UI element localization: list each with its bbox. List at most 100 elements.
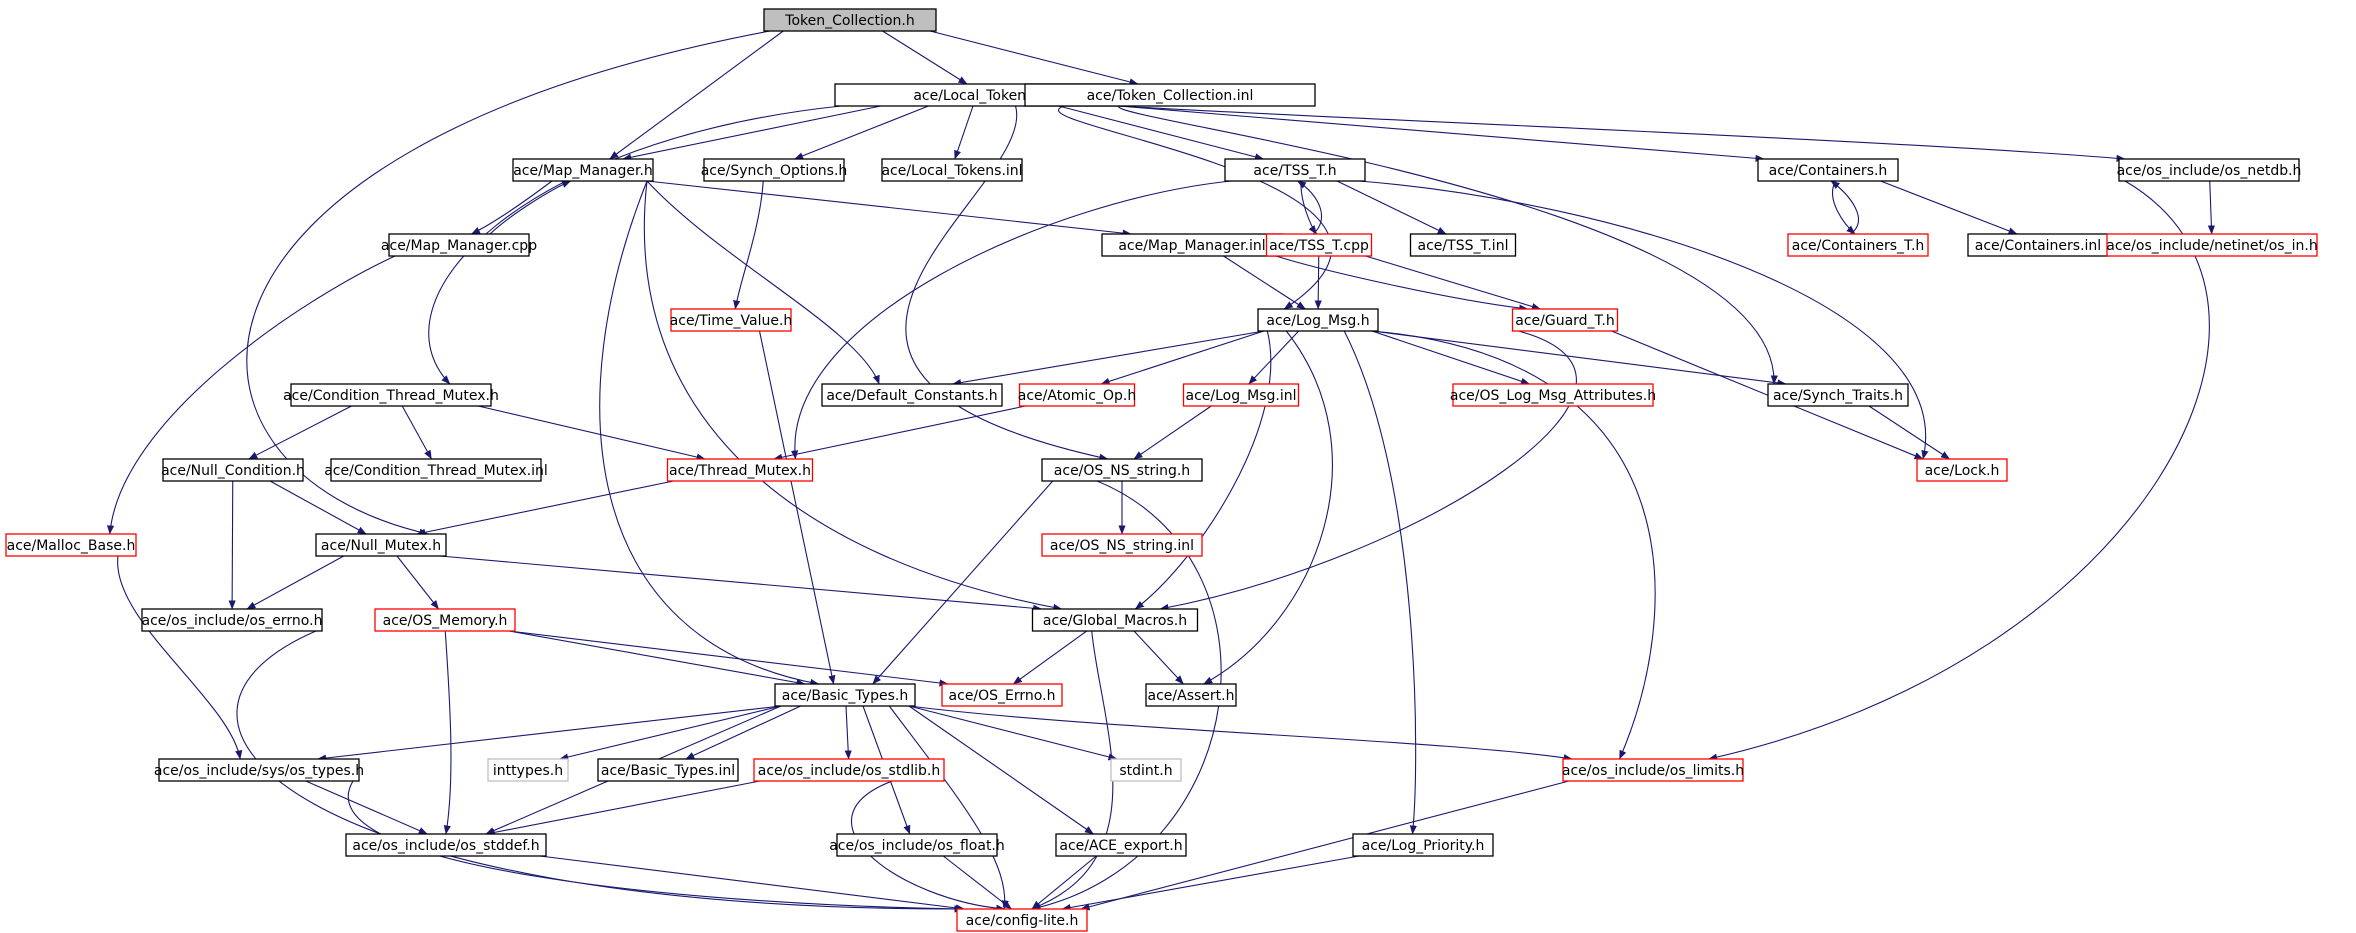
node-os-float-h[interactable]: ace/os_include/os_float.h <box>829 833 1005 857</box>
node-box <box>1916 458 2008 482</box>
node-label: ace/Map_Manager.cpp <box>381 238 537 254</box>
node-label: ace/os_include/netinet/os_in.h <box>2106 238 2317 254</box>
node-os-types-h[interactable]: ace/os_include/sys/os_types.h <box>154 758 364 782</box>
node-assert-h[interactable]: ace/Assert.h <box>1145 683 1237 707</box>
node-containers-inl[interactable]: ace/Containers.inl <box>1967 233 2109 257</box>
node-config-lite-h[interactable]: ace/config-lite.h <box>956 908 1088 932</box>
node-os-ns-string-inl[interactable]: ace/OS_NS_string.inl <box>1041 533 1203 557</box>
node-ace-export-h[interactable]: ace/ACE_export.h <box>1055 833 1187 857</box>
node-stdint-h[interactable]: stdint.h <box>1110 758 1182 782</box>
edge-line <box>1223 255 1306 310</box>
node-log-priority-h[interactable]: ace/Log_Priority.h <box>1352 833 1494 857</box>
edge-log_priority_h-to-config_lite_h <box>1061 855 1360 912</box>
node-label: ace/OS_Errno.h <box>949 688 1056 704</box>
node-log-msg-inl[interactable]: ace/Log_Msg.inl <box>1182 383 1300 407</box>
edge-os_types_h-to-os_stddef_h <box>305 780 428 835</box>
edge-local_tokens_h-to-os_netdb_h <box>1118 105 2126 162</box>
edge-log_msg_h-to-global_macros_h <box>1134 330 1272 610</box>
edge-guard_t_h-to-lock_h <box>1611 330 1924 460</box>
edge-log_msg_h-to-default_constants_h <box>952 330 1265 387</box>
edge-line <box>794 105 929 160</box>
node-null-mutex-h[interactable]: ace/Null_Mutex.h <box>315 533 447 557</box>
node-containers-h[interactable]: ace/Containers.h <box>1757 158 1899 182</box>
node-os-stddef-h[interactable]: ace/os_include/os_stddef.h <box>345 833 547 857</box>
node-label: ace/Log_Msg.inl <box>1186 388 1297 404</box>
node-tss-t-cpp[interactable]: ace/TSS_T.cpp <box>1265 233 1373 257</box>
node-synch-options-h[interactable]: ace/Synch_Options.h <box>701 158 848 182</box>
node-os-stdlib-h[interactable]: ace/os_include/os_stdlib.h <box>753 758 945 782</box>
edge-line <box>485 780 761 836</box>
edge-line <box>599 180 820 686</box>
node-label: ace/os_include/os_limits.h <box>1562 763 1744 779</box>
edge-line <box>773 405 1026 461</box>
node-global-macros-h[interactable]: ace/Global_Macros.h <box>1031 608 1199 632</box>
node-os-log-msg-attributes-h[interactable]: ace/OS_Log_Msg_Attributes.h <box>1450 383 1656 407</box>
node-tss-t-inl[interactable]: ace/TSS_T.inl <box>1409 233 1517 257</box>
node-malloc-base-h[interactable]: ace/Malloc_Base.h <box>5 533 137 557</box>
edge-local_tokens_h-to-local_tokens_inl <box>954 105 974 160</box>
node-default-constants-h[interactable]: ace/Default_Constants.h <box>821 383 1003 407</box>
node-os-in-h[interactable]: ace/os_include/netinet/os_in.h <box>2106 233 2318 257</box>
edge-line <box>1371 330 1530 385</box>
edge-line <box>1012 630 1088 685</box>
node-os-limits-h[interactable]: ace/os_include/os_limits.h <box>1562 758 1744 782</box>
node-map-manager-inl[interactable]: ace/Map_Manager.inl <box>1101 233 1283 257</box>
node-box <box>487 758 569 782</box>
node-synch-traits-h[interactable]: ace/Synch_Traits.h <box>1767 383 1909 407</box>
node-label: ace/Null_Mutex.h <box>321 538 441 554</box>
node-ace-os-errno-h[interactable]: ace/OS_Errno.h <box>941 683 1063 707</box>
node-os-netdb-h[interactable]: ace/os_include/os_netdb.h <box>2117 158 2302 182</box>
node-box <box>5 533 137 557</box>
node-map-manager-cpp[interactable]: ace/Map_Manager.cpp <box>381 233 537 257</box>
edge-local_tokens_h-to-synch_traits_h <box>1118 105 1778 385</box>
edge-line <box>882 30 968 85</box>
node-condition-thread-mutex-inl[interactable]: ace/Condition_Thread_Mutex.inl <box>324 458 548 482</box>
node-basic-types-h[interactable]: ace/Basic_Types.h <box>774 683 916 707</box>
edge-line <box>844 705 852 760</box>
node-os-errno-h[interactable]: ace/os_include/os_errno.h <box>141 608 323 632</box>
node-tss-t-h[interactable]: ace/TSS_T.h <box>1224 158 1366 182</box>
edge-line <box>872 480 1054 685</box>
edge-log_msg_h-to-os_limits_h <box>1371 330 1656 760</box>
edge-line <box>1880 180 2018 235</box>
node-os-ns-string-h[interactable]: ace/OS_NS_string.h <box>1041 458 1203 482</box>
edge-basic_types_h-to-basic_types_inl <box>685 705 801 760</box>
node-label: ace/os_include/sys/os_types.h <box>154 763 364 779</box>
node-basic-types-inl[interactable]: ace/Basic_Types.inl <box>597 758 739 782</box>
node-condition-thread-mutex-h[interactable]: ace/Condition_Thread_Mutex.h <box>283 383 499 407</box>
node-box <box>374 608 516 632</box>
edge-os_stdlib_h-to-os_stddef_h <box>485 780 761 836</box>
edge-malloc_base_h-to-os_types_h <box>117 555 243 760</box>
edge-line <box>117 555 243 760</box>
edge-log_msg_h-to-os_log_msg_attributes_h <box>1371 330 1530 385</box>
edge-line <box>439 555 1043 612</box>
edge-map_manager_h-to-map_manager_cpp <box>470 180 553 235</box>
node-token-collection-inl[interactable]: ace/Token_Collection.inl <box>1024 83 1316 107</box>
node-null-condition-h[interactable]: ace/Null_Condition.h <box>161 458 305 482</box>
node-log-msg-h[interactable]: ace/Log_Msg.h <box>1257 308 1379 332</box>
node-box <box>1041 533 1203 557</box>
node-inttypes-h[interactable]: inttypes.h <box>487 758 569 782</box>
edge-line <box>1134 330 1272 610</box>
node-containers-t-h[interactable]: ace/Containers_T.h <box>1787 233 1929 257</box>
node-guard-t-h[interactable]: ace/Guard_T.h <box>1511 308 1619 332</box>
node-time-value-h[interactable]: ace/Time_Value.h <box>670 308 793 332</box>
node-os-memory-h[interactable]: ace/OS_Memory.h <box>374 608 516 632</box>
edge-line <box>1203 330 1333 685</box>
edge-line <box>246 30 771 536</box>
node-atomic-op-h[interactable]: ace/Atomic_Op.h <box>1018 383 1136 407</box>
node-map-manager-h[interactable]: ace/Map_Manager.h <box>512 158 654 182</box>
edge-os_ns_string_h-to-basic_types_h <box>872 480 1054 685</box>
node-label: ace/os_include/os_errno.h <box>142 613 323 629</box>
edge-line <box>1371 330 1787 387</box>
node-lock-h[interactable]: ace/Lock.h <box>1916 458 2008 482</box>
edge-line <box>1365 255 1541 310</box>
node-label: ace/Local_Tokens.h <box>913 88 1046 104</box>
node-local-tokens-inl[interactable]: ace/Local_Tokens.inl <box>881 158 1023 182</box>
edge-tss_t_h-to-tss_t_cpp <box>1300 180 1318 235</box>
node-label: inttypes.h <box>493 763 563 779</box>
node-thread-mutex-h[interactable]: ace/Thread_Mutex.h <box>666 458 814 482</box>
node-label: ace/TSS_T.inl <box>1418 238 1509 254</box>
node-label: ace/OS_Log_Msg_Attributes.h <box>1450 388 1656 404</box>
